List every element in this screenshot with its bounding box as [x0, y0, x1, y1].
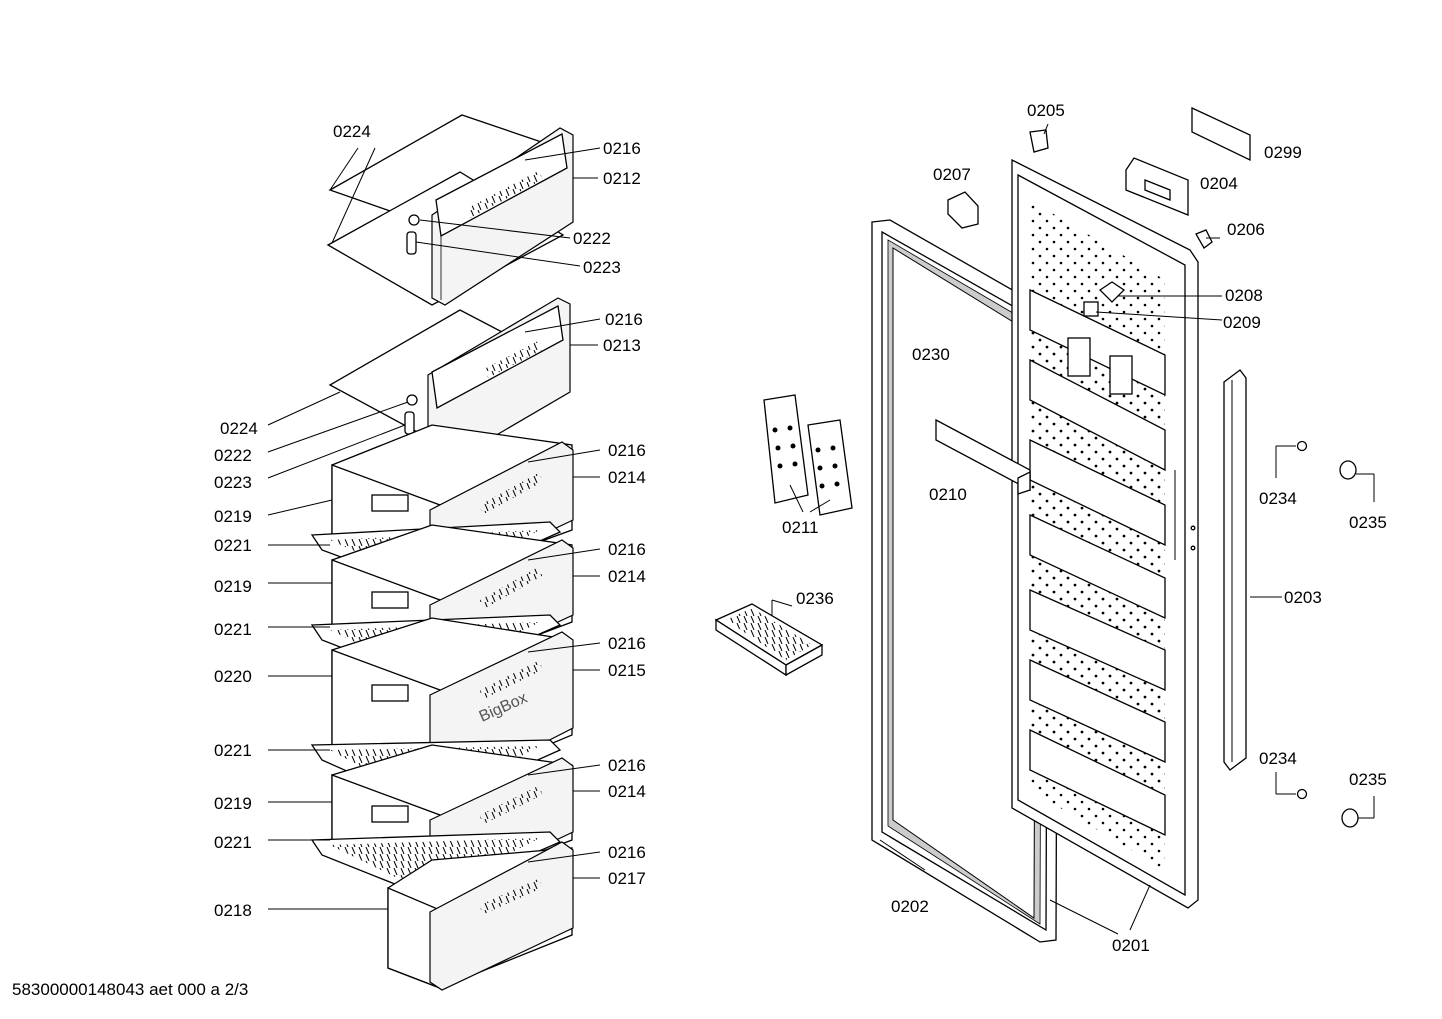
- drawer-front-0212: [431, 127, 574, 306]
- callout-0210: 0210: [929, 485, 967, 504]
- callout-0230: 0230: [912, 345, 950, 364]
- label-plate-0299: [1191, 106, 1251, 162]
- callout-0222-top: 0222: [573, 229, 611, 248]
- right-leader-lines: [879, 123, 1282, 935]
- callout-0216-4: 0216: [608, 540, 646, 559]
- latch-0208: [1098, 281, 1126, 303]
- callout-0204: 0204: [1200, 174, 1238, 193]
- cold-packs-0211: [763, 394, 853, 516]
- callout-0215: 0215: [608, 661, 646, 680]
- callout-0207: 0207: [933, 165, 971, 184]
- cap-0235-a: [1339, 460, 1375, 502]
- left-callouts: 0224 0216 0212 0222 0223 0216 0213 0224 …: [214, 122, 646, 920]
- callout-0221-4: 0221: [214, 833, 252, 852]
- callout-0234-a: 0234: [1259, 489, 1297, 508]
- callout-0234-b: 0234: [1259, 749, 1297, 768]
- callout-0202: 0202: [891, 897, 929, 916]
- door-liner-0201: [1011, 158, 1199, 909]
- callout-0221-2: 0221: [214, 620, 252, 639]
- callout-0236: 0236: [796, 589, 834, 608]
- callout-0219-3: 0219: [214, 794, 252, 813]
- screw-0234-a: [1275, 440, 1308, 478]
- callout-0205: 0205: [1027, 101, 1065, 120]
- callout-0235-b: 0235: [1349, 770, 1387, 789]
- callout-0216-6: 0216: [608, 756, 646, 775]
- callout-0218: 0218: [214, 901, 252, 920]
- callout-0216-2: 0216: [605, 310, 643, 329]
- cover-strip-0210: [935, 418, 1031, 495]
- callout-0216-3: 0216: [608, 441, 646, 460]
- screw-0234-b: [1275, 772, 1308, 800]
- callout-0220: 0220: [214, 667, 252, 686]
- callout-0223-top: 0223: [583, 258, 621, 277]
- callout-0201: 0201: [1112, 936, 1150, 955]
- door-shelf-ribs: [1029, 288, 1166, 837]
- callout-0214-2: 0214: [608, 567, 646, 586]
- callout-0216-5: 0216: [608, 634, 646, 653]
- left-leader-lines: [267, 147, 601, 910]
- control-panel-0204: [1125, 157, 1189, 216]
- callout-0219-1: 0219: [214, 507, 252, 526]
- ice-cube-tray-0236: [714, 599, 824, 677]
- callout-0213: 0213: [603, 336, 641, 355]
- callout-0216-1: 0216: [603, 139, 641, 158]
- callout-0211: 0211: [782, 518, 819, 537]
- hinge-pin-0206: [1195, 229, 1213, 249]
- callout-0206: 0206: [1227, 220, 1265, 239]
- hinge-pin-0222-a: [406, 214, 420, 255]
- drawer-0217: [387, 841, 574, 991]
- callout-0212: 0212: [603, 169, 641, 188]
- document-id: 58300000148043 aet 000 a 2/3: [12, 980, 249, 999]
- cover-0209: [1083, 301, 1099, 317]
- callout-0235-a: 0235: [1349, 513, 1387, 532]
- callout-0216-7: 0216: [608, 843, 646, 862]
- callout-0214-3: 0214: [608, 782, 646, 801]
- callout-0222-mid: 0222: [214, 446, 252, 465]
- callout-0224-mid: 0224: [220, 419, 258, 438]
- door-gasket-0202: [871, 219, 1059, 943]
- door-handle-0203: [1223, 369, 1247, 771]
- callout-0209: 0209: [1223, 313, 1261, 332]
- callout-0299: 0299: [1264, 143, 1302, 162]
- bracket-0207: [947, 191, 979, 229]
- callout-0224-top: 0224: [333, 122, 371, 141]
- right-callouts: 0205 0299 0207 0204 0206 0208 0209 0230 …: [782, 101, 1387, 955]
- callout-0214-1: 0214: [608, 468, 646, 487]
- callout-0221-1: 0221: [214, 536, 252, 555]
- callout-0203: 0203: [1284, 588, 1322, 607]
- callout-0219-2: 0219: [214, 577, 252, 596]
- callout-0217: 0217: [608, 869, 646, 888]
- cap-0235-b: [1341, 796, 1375, 828]
- drawer-assembly: BigBox: [310, 114, 574, 991]
- callout-0223-mid: 0223: [214, 473, 252, 492]
- callout-0221-3: 0221: [214, 741, 252, 760]
- hinge-clip-0205: [1029, 129, 1049, 153]
- callout-0208: 0208: [1225, 286, 1263, 305]
